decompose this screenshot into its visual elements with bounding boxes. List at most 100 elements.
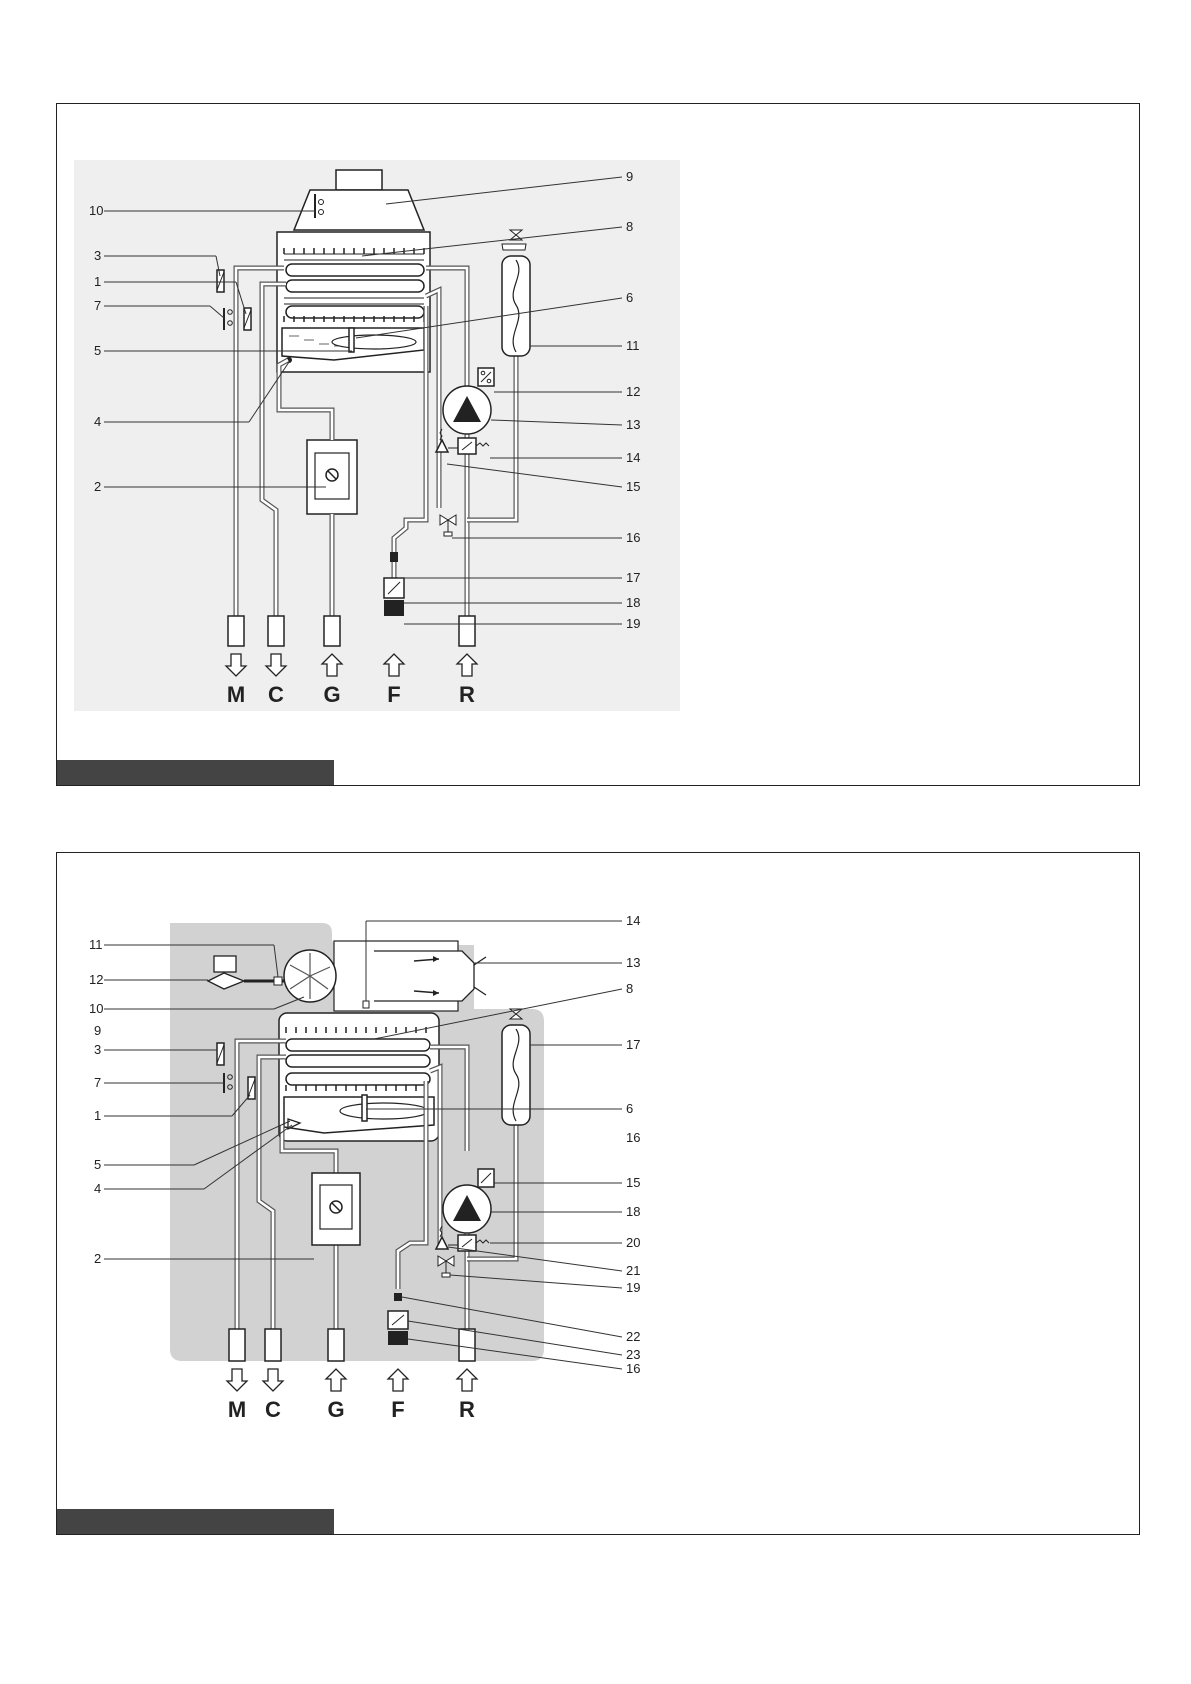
pump-icon [442, 385, 492, 435]
boiler-diagram-sealed-chamber: M C G F R [74, 911, 680, 1456]
boiler-housing [170, 923, 544, 1361]
label-12: 12 [89, 972, 103, 987]
label-7: 7 [94, 1075, 101, 1090]
limit-thermostat-icon [216, 269, 225, 293]
safety-valve-icon [434, 1225, 458, 1250]
air-pressure-switch-icon [206, 955, 284, 990]
connection-stubs [227, 615, 476, 647]
pressure-switch-icon [477, 367, 495, 387]
label-4: 4 [94, 1181, 101, 1196]
label-20: 20 [626, 1235, 640, 1250]
diagram-panel-top: M C G F R [56, 103, 1140, 786]
gas-nozzle-icon [287, 1118, 302, 1131]
leader-lines [104, 176, 623, 625]
port-label-g: G [323, 682, 340, 707]
water-pressure-switch-icon [457, 437, 490, 455]
heat-exchanger [283, 248, 425, 322]
flow-arrows [224, 653, 479, 677]
caption-bar-bottom [57, 1509, 334, 1534]
port-label-r: R [459, 682, 475, 707]
label-18: 18 [626, 1204, 640, 1219]
callout-labels: 11 12 10 9 3 7 1 5 4 2 14 13 8 17 6 16 1… [89, 913, 640, 1376]
label-2: 2 [94, 1251, 101, 1266]
label-9: 9 [626, 169, 633, 184]
label-19: 19 [626, 1280, 640, 1295]
gas-valve [311, 1172, 361, 1246]
label-7: 7 [94, 298, 101, 313]
label-23: 23 [626, 1347, 640, 1362]
pipework [234, 1038, 519, 1329]
label-1: 1 [94, 274, 101, 289]
port-labels: M C G F R [228, 1397, 475, 1422]
label-17: 17 [626, 1037, 640, 1052]
label-18: 18 [626, 595, 640, 610]
pressure-switch-icon [477, 1168, 495, 1188]
label-16-lower: 16 [626, 1361, 640, 1376]
label-16: 16 [626, 530, 640, 545]
port-label-f: F [387, 682, 400, 707]
label-2: 2 [94, 479, 101, 494]
label-13: 13 [626, 955, 640, 970]
sensor-icon [223, 308, 233, 330]
filling-tap-icon [439, 514, 457, 537]
limit-thermostat-icon [216, 1042, 225, 1066]
label-6: 6 [626, 290, 633, 305]
label-10: 10 [89, 203, 103, 218]
label-10: 10 [89, 1001, 103, 1016]
electrode-icon [348, 327, 355, 353]
flow-sensor-icon [383, 577, 405, 616]
label-11: 11 [626, 338, 640, 353]
flue-thermostat-icon [314, 194, 324, 218]
label-3: 3 [94, 1042, 101, 1057]
connection-stubs [228, 1328, 476, 1362]
label-6: 6 [626, 1101, 633, 1116]
port-label-c: C [265, 1397, 281, 1422]
label-5: 5 [94, 343, 101, 358]
label-17: 17 [626, 570, 640, 585]
pump-icon [442, 1184, 492, 1234]
expansion-vessel [501, 229, 531, 357]
label-5: 5 [94, 1157, 101, 1172]
flue-hood [292, 169, 426, 231]
electrode-icon [361, 1094, 368, 1122]
leader-lines [104, 920, 623, 1370]
label-14: 14 [626, 913, 640, 928]
label-4: 4 [94, 414, 101, 429]
label-15: 15 [626, 479, 640, 494]
label-16-upper: 16 [626, 1130, 640, 1145]
heat-exchanger [285, 1027, 431, 1091]
filter-icon [394, 1293, 402, 1301]
overheat-thermostat-icon [243, 307, 252, 331]
label-8: 8 [626, 981, 633, 996]
label-13: 13 [626, 417, 640, 432]
label-1: 1 [94, 1108, 101, 1123]
flow-sensor-icon [387, 1310, 409, 1345]
label-8: 8 [626, 219, 633, 234]
flue-duct [333, 940, 487, 1012]
label-19: 19 [626, 616, 640, 631]
port-label-c: C [268, 682, 284, 707]
label-21: 21 [626, 1263, 640, 1278]
safety-valve-icon [434, 428, 458, 453]
filter-icon [390, 552, 398, 562]
water-pressure-switch-icon [457, 1234, 490, 1252]
gas-valve [306, 439, 358, 515]
port-label-g: G [327, 1397, 344, 1422]
caption-bar-top [57, 760, 334, 785]
label-12: 12 [626, 384, 640, 399]
port-label-m: M [227, 682, 245, 707]
boiler-diagram-open-chamber: M C G F R [74, 160, 680, 711]
label-3: 3 [94, 248, 101, 263]
label-11: 11 [89, 937, 103, 952]
expansion-vessel [501, 1008, 531, 1126]
port-label-m: M [228, 1397, 246, 1422]
label-14: 14 [626, 450, 640, 465]
label-22: 22 [626, 1329, 640, 1344]
flow-arrows [225, 1368, 479, 1392]
port-label-r: R [459, 1397, 475, 1422]
label-15: 15 [626, 1175, 640, 1190]
pipework [233, 265, 519, 616]
label-9: 9 [94, 1023, 101, 1038]
port-labels: M C G F R [227, 682, 475, 707]
port-label-f: F [391, 1397, 404, 1422]
